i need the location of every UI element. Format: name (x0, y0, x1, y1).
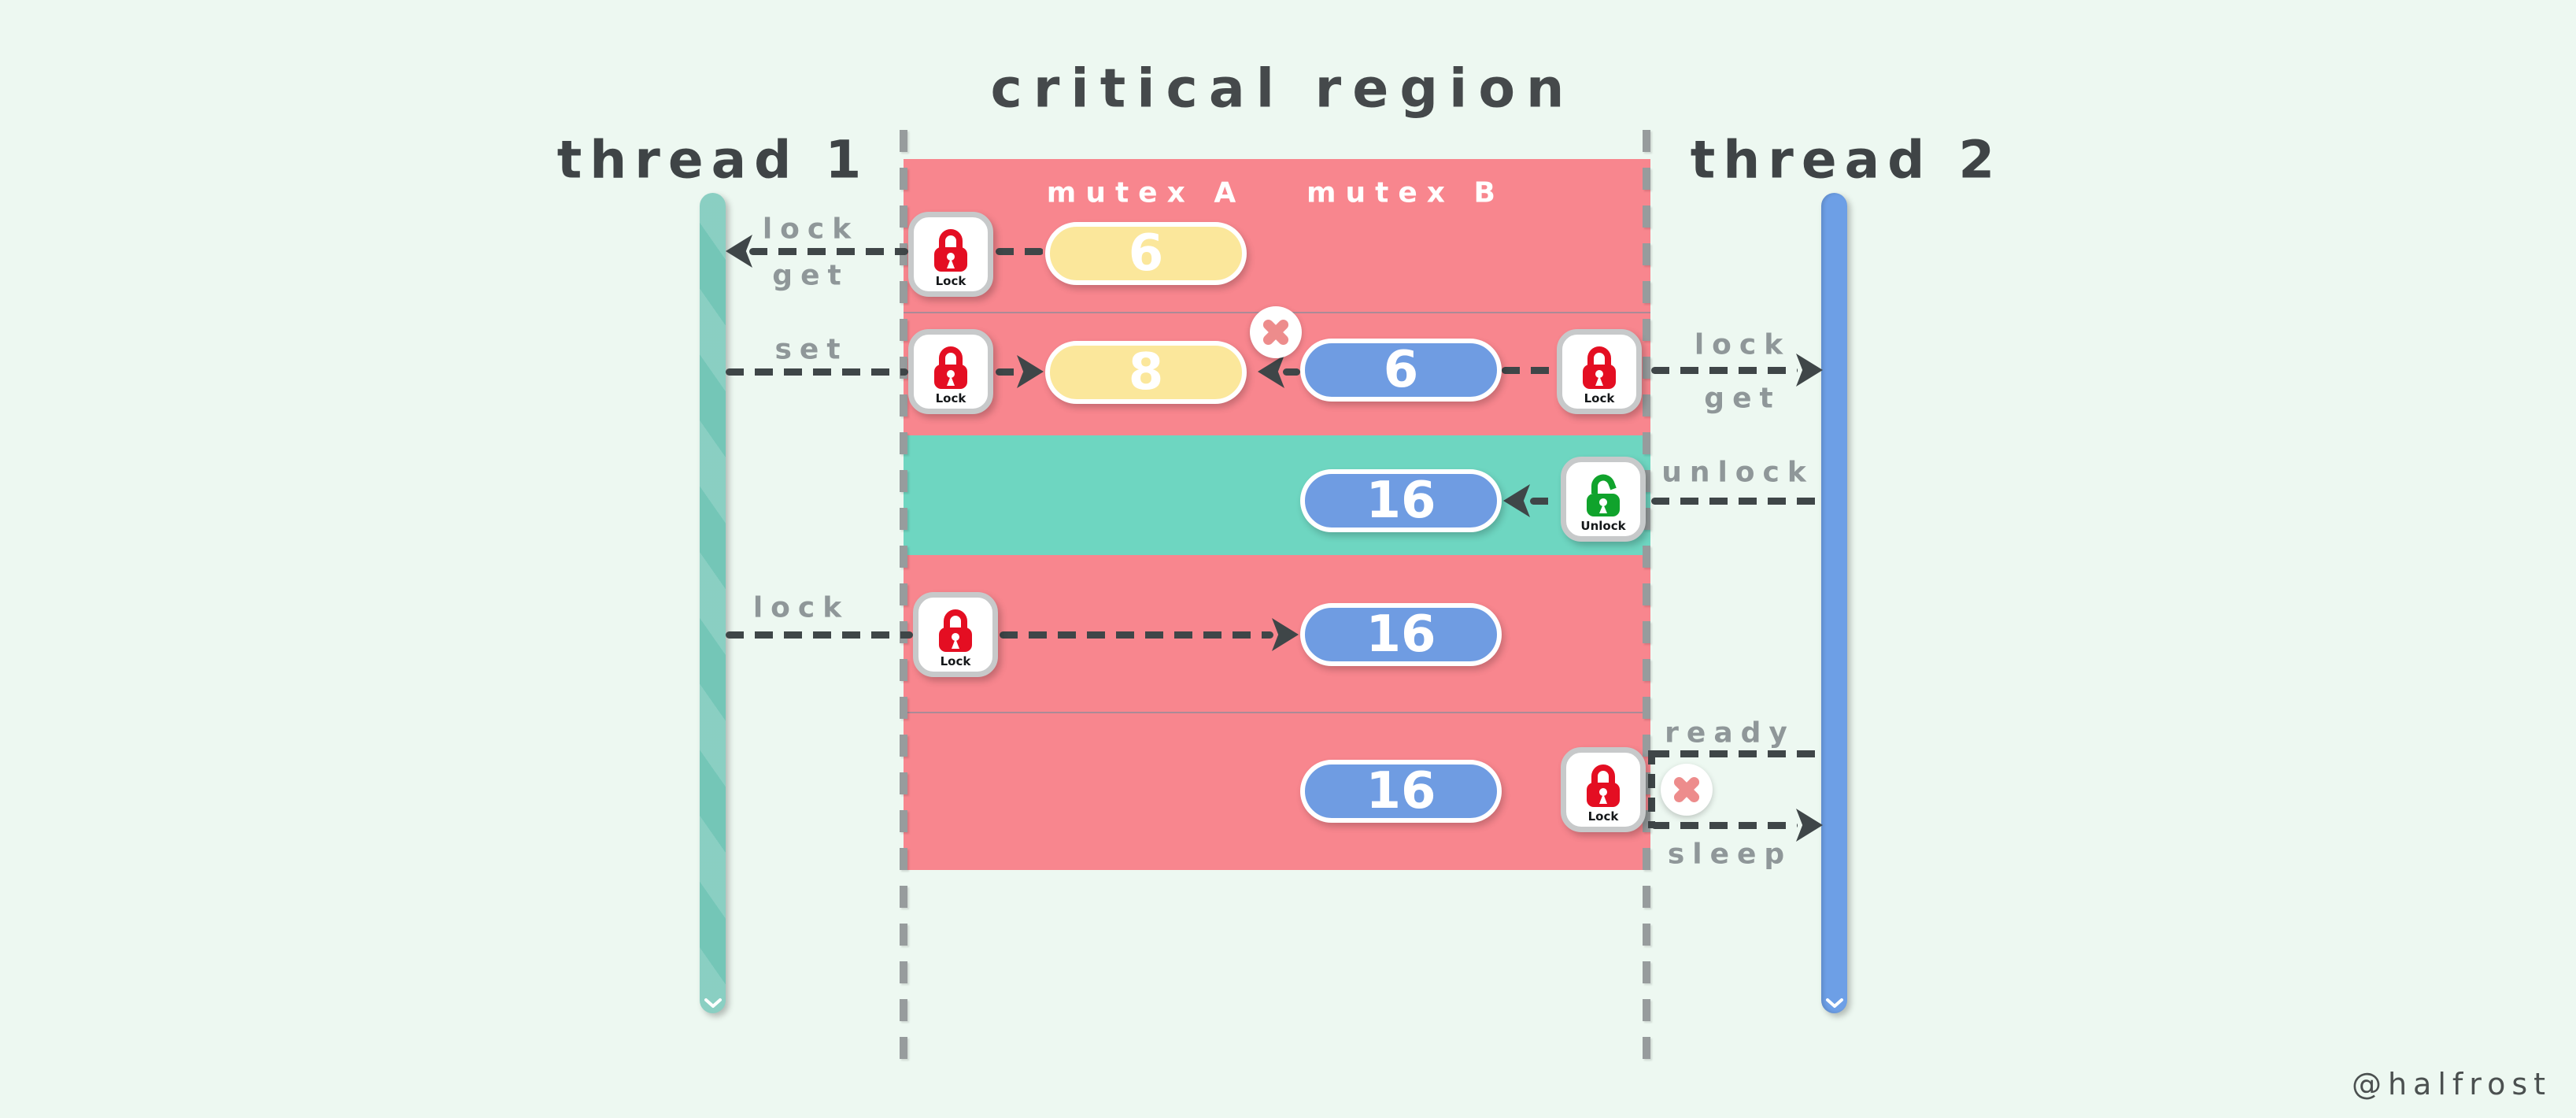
thread2-lifeline-bar (1821, 193, 1847, 1013)
critical-band-row5 (904, 713, 1650, 870)
lock-caption: Lock (940, 654, 971, 668)
mutex-b-value-pill: 16 (1300, 469, 1502, 532)
arrow-head-right (1796, 354, 1823, 387)
mutex-b-header: mutex B (1306, 176, 1505, 209)
lock-caption: Lock (935, 274, 966, 288)
arrow-row2-right-dash (1502, 367, 1557, 374)
mutex-b-value-pill: 6 (1300, 339, 1502, 402)
padlock-closed-glyph (1583, 346, 1616, 389)
lock-icon: Lock (908, 212, 993, 297)
lock-icon: Lock (908, 329, 993, 414)
page-title: critical region (990, 57, 1576, 120)
lock-icon: Lock (913, 592, 998, 677)
mutex-a-value-pill: 6 (1045, 222, 1247, 285)
arrow-row5-connector-dash (1648, 750, 1655, 828)
mutex-a-value-pill: 8 (1045, 341, 1247, 404)
padlock-closed-glyph (939, 609, 972, 652)
mutex-a-header: mutex A (1046, 176, 1246, 209)
arrow-row3-dash (1530, 498, 1559, 505)
unlock-icon: Unlock (1561, 457, 1646, 542)
thread1-lifeline-bar (700, 193, 726, 1013)
arrow-label-ready: ready (1665, 716, 1795, 750)
thread1-label: thread 1 (556, 129, 870, 191)
arrow-row1-dash (996, 248, 1044, 255)
thread2-label: thread 2 (1690, 129, 2003, 191)
chevron-down-icon (704, 998, 722, 1008)
arrow-row2-blocked-dash (1283, 368, 1300, 376)
arrow-label-unlock: unlock (1661, 456, 1814, 489)
arrow-label-set: set (774, 333, 848, 366)
mutex-b-value-pill: 16 (1300, 760, 1502, 823)
padlock-closed-glyph (934, 229, 967, 272)
lock-icon: Lock (1561, 747, 1646, 832)
arrow-row2-dash (726, 368, 908, 376)
padlock-closed-glyph (1587, 764, 1620, 807)
watermark: @halfrost (2351, 1067, 2552, 1101)
arrow-row5-sleep-dash (1651, 822, 1798, 829)
arrow-label-get: get (1704, 382, 1781, 415)
mutex-b-value-pill: 16 (1300, 603, 1502, 666)
unlock-caption: Unlock (1580, 519, 1626, 533)
arrow-head-left (726, 235, 752, 268)
arrow-row3-dash (1651, 498, 1824, 505)
arrow-row5-ready-dash (1651, 750, 1824, 757)
arrow-label-sleep: sleep (1667, 838, 1793, 871)
arrow-row1-dash (749, 248, 908, 255)
arrow-row2-dash (996, 368, 1018, 376)
arrow-row4-dash (726, 631, 913, 639)
arrow-label-lock: lock (752, 591, 850, 624)
critical-band-row1 (904, 159, 1650, 313)
lock-caption: Lock (1584, 391, 1615, 405)
critical-region-boundary-right (1643, 130, 1650, 1068)
arrow-label-get: get (772, 259, 849, 292)
arrow-label-lock: lock (762, 213, 859, 246)
padlock-open-glyph (1587, 474, 1620, 516)
blocked-x-icon (1250, 306, 1302, 358)
arrow-row2-right-dash (1651, 367, 1798, 374)
lock-icon: Lock (1557, 329, 1642, 414)
padlock-closed-glyph (934, 346, 967, 389)
blocked-x-icon (1661, 764, 1713, 816)
arrow-head-right (1796, 809, 1823, 842)
row-separator-2 (904, 712, 1650, 713)
critical-band-row3-unlocked (904, 435, 1650, 555)
critical-region-boundary-left (900, 130, 907, 1068)
arrow-label-lock: lock (1694, 328, 1791, 361)
arrow-row4-dash (1000, 631, 1273, 639)
lock-caption: Lock (935, 391, 966, 405)
lock-caption: Lock (1587, 809, 1619, 824)
chevron-down-icon (1825, 998, 1843, 1008)
